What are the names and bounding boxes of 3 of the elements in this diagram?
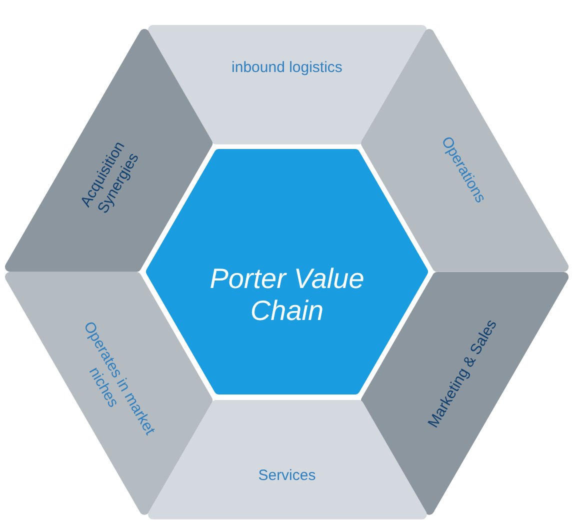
hexagon-title: Porter Value Chain (208, 262, 366, 327)
segment-label: inbound logistics (230, 59, 344, 78)
segment-label: Services (257, 466, 317, 485)
